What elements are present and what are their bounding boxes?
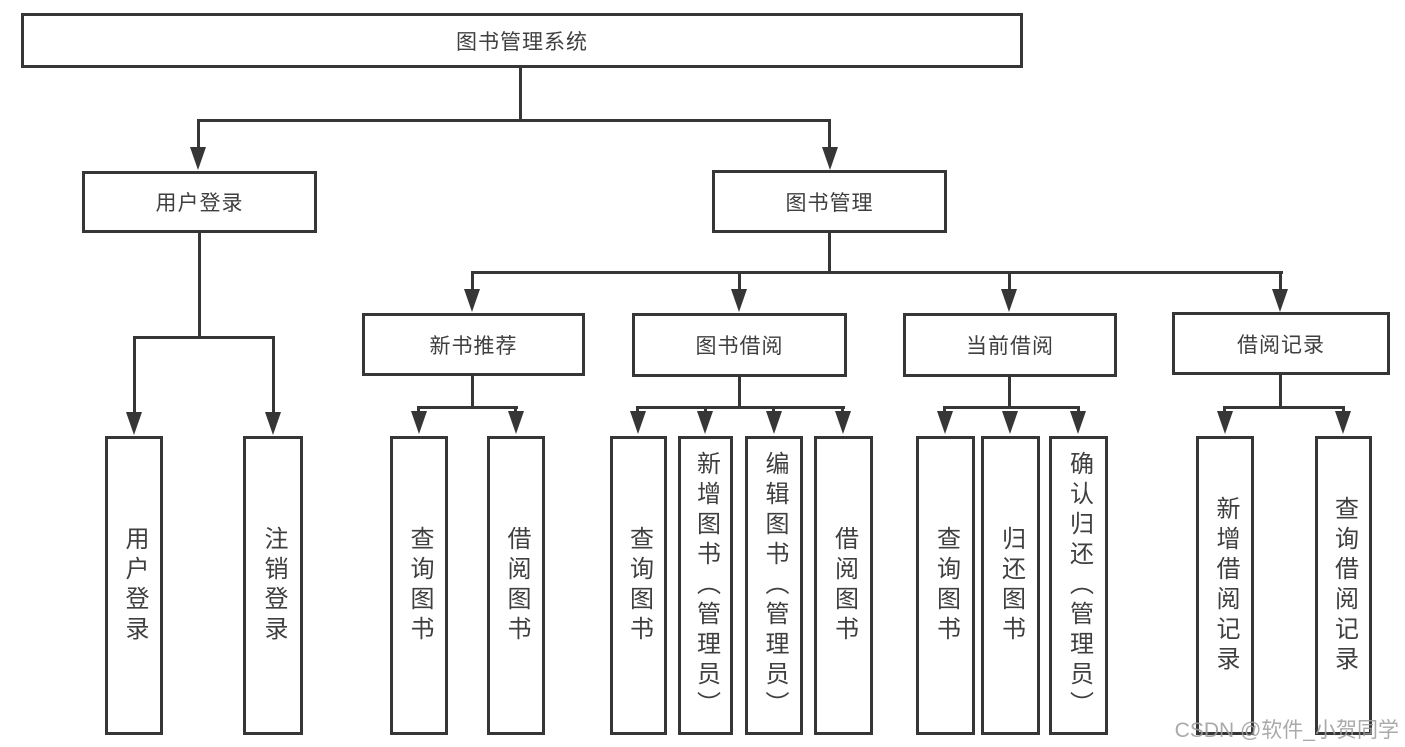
arrowhead-down bbox=[822, 147, 838, 170]
node-label: 新书推荐 bbox=[429, 334, 518, 358]
leaf-logout: 注销登录 bbox=[243, 436, 303, 735]
arrowhead-down bbox=[265, 412, 281, 435]
leaf-add-book-admin: 新增图书（管理员） bbox=[678, 436, 733, 735]
connector bbox=[133, 336, 136, 414]
connector bbox=[1008, 376, 1011, 408]
connector bbox=[1008, 271, 1011, 291]
leaf-borrow-books-borrowing: 借阅图书 bbox=[814, 436, 873, 735]
connector bbox=[471, 376, 474, 408]
node-label: 图书管理系统 bbox=[456, 30, 588, 54]
node-book-borrowing: 图书借阅 bbox=[632, 313, 847, 377]
node-label: 用户登录 bbox=[121, 525, 148, 646]
connector bbox=[943, 406, 946, 414]
connector bbox=[514, 406, 517, 414]
connector bbox=[828, 119, 831, 149]
node-label: 借阅图书 bbox=[830, 525, 858, 646]
connector bbox=[417, 406, 518, 409]
connector bbox=[841, 406, 844, 414]
connector bbox=[272, 336, 275, 414]
connector bbox=[1223, 406, 1226, 414]
leaf-query-books-current: 查询图书 bbox=[916, 436, 975, 735]
connector bbox=[519, 68, 522, 120]
connector bbox=[471, 271, 474, 291]
connector bbox=[197, 119, 200, 149]
node-label: 图书借阅 bbox=[695, 335, 784, 358]
node-label: 确认归还（管理员） bbox=[1065, 450, 1093, 721]
node-library-system: 图书管理系统 bbox=[21, 13, 1023, 68]
connector bbox=[1223, 406, 1345, 409]
leaf-return-books: 归还图书 bbox=[981, 436, 1040, 735]
node-user-login: 用户登录 bbox=[82, 171, 317, 233]
node-new-book-recommend: 新书推荐 bbox=[362, 313, 585, 376]
connector bbox=[198, 233, 201, 338]
node-label: 借阅图书 bbox=[503, 525, 530, 646]
connector bbox=[738, 271, 741, 291]
connector bbox=[133, 336, 275, 339]
arrowhead-down bbox=[1335, 411, 1351, 434]
node-label: 当前借阅 bbox=[966, 335, 1054, 358]
arrowhead-down bbox=[1070, 411, 1086, 434]
leaf-user-login: 用户登录 bbox=[105, 436, 163, 735]
node-label: 查询图书 bbox=[625, 525, 653, 646]
arrowhead-down bbox=[1272, 289, 1288, 312]
node-label: 用户登录 bbox=[155, 192, 244, 215]
arrowhead-down bbox=[835, 411, 851, 434]
arrowhead-down bbox=[190, 147, 206, 170]
arrowhead-down bbox=[508, 411, 524, 434]
node-borrow-records: 借阅记录 bbox=[1172, 312, 1390, 375]
arrowhead-down bbox=[731, 289, 747, 312]
leaf-confirm-return-admin: 确认归还（管理员） bbox=[1049, 436, 1108, 735]
connector bbox=[197, 119, 831, 122]
node-label: 图书管理 bbox=[785, 191, 874, 215]
connector bbox=[943, 406, 1080, 409]
arrowhead-down bbox=[1001, 289, 1017, 312]
connector bbox=[636, 406, 845, 409]
csdn-watermark: CSDN @软件_小贺同学 bbox=[1174, 719, 1399, 742]
arrowhead-down bbox=[630, 411, 646, 434]
leaf-query-books-borrowing: 查询图书 bbox=[610, 436, 667, 735]
leaf-add-borrow-record: 新增借阅记录 bbox=[1196, 436, 1254, 735]
connector bbox=[1342, 406, 1345, 414]
node-label: 查询借阅记录 bbox=[1330, 495, 1358, 676]
node-label: 查询图书 bbox=[932, 525, 960, 646]
node-label: 注销登录 bbox=[260, 525, 287, 646]
arrowhead-down bbox=[697, 411, 713, 434]
connector bbox=[704, 406, 707, 414]
arrowhead-down bbox=[464, 289, 480, 312]
node-label: 借阅记录 bbox=[1237, 333, 1325, 357]
node-label: 新增借阅记录 bbox=[1212, 495, 1239, 676]
leaf-query-books-recommend: 查询图书 bbox=[390, 436, 448, 735]
connector bbox=[738, 376, 741, 408]
node-label: 归还图书 bbox=[997, 525, 1025, 646]
node-label: 编辑图书（管理员） bbox=[761, 450, 788, 721]
arrowhead-down bbox=[1002, 411, 1018, 434]
connector bbox=[828, 233, 831, 274]
node-book-management: 图书管理 bbox=[712, 170, 947, 233]
node-current-borrowing: 当前借阅 bbox=[903, 313, 1117, 377]
connector bbox=[772, 406, 775, 414]
node-label: 新增图书（管理员） bbox=[692, 450, 720, 721]
arrowhead-down bbox=[766, 411, 782, 434]
connector bbox=[417, 406, 420, 414]
arrowhead-down bbox=[126, 412, 142, 435]
connector bbox=[1077, 406, 1080, 414]
leaf-borrow-books-recommend: 借阅图书 bbox=[487, 436, 545, 735]
arrowhead-down bbox=[1217, 411, 1233, 434]
connector bbox=[1279, 375, 1282, 408]
connector bbox=[636, 406, 639, 414]
leaf-query-borrow-record: 查询借阅记录 bbox=[1315, 436, 1372, 735]
connector bbox=[471, 271, 1283, 274]
connector bbox=[1279, 271, 1282, 291]
node-label: 查询图书 bbox=[406, 525, 433, 646]
arrowhead-down bbox=[937, 411, 953, 434]
leaf-edit-book-admin: 编辑图书（管理员） bbox=[745, 436, 803, 735]
arrowhead-down bbox=[411, 411, 427, 434]
